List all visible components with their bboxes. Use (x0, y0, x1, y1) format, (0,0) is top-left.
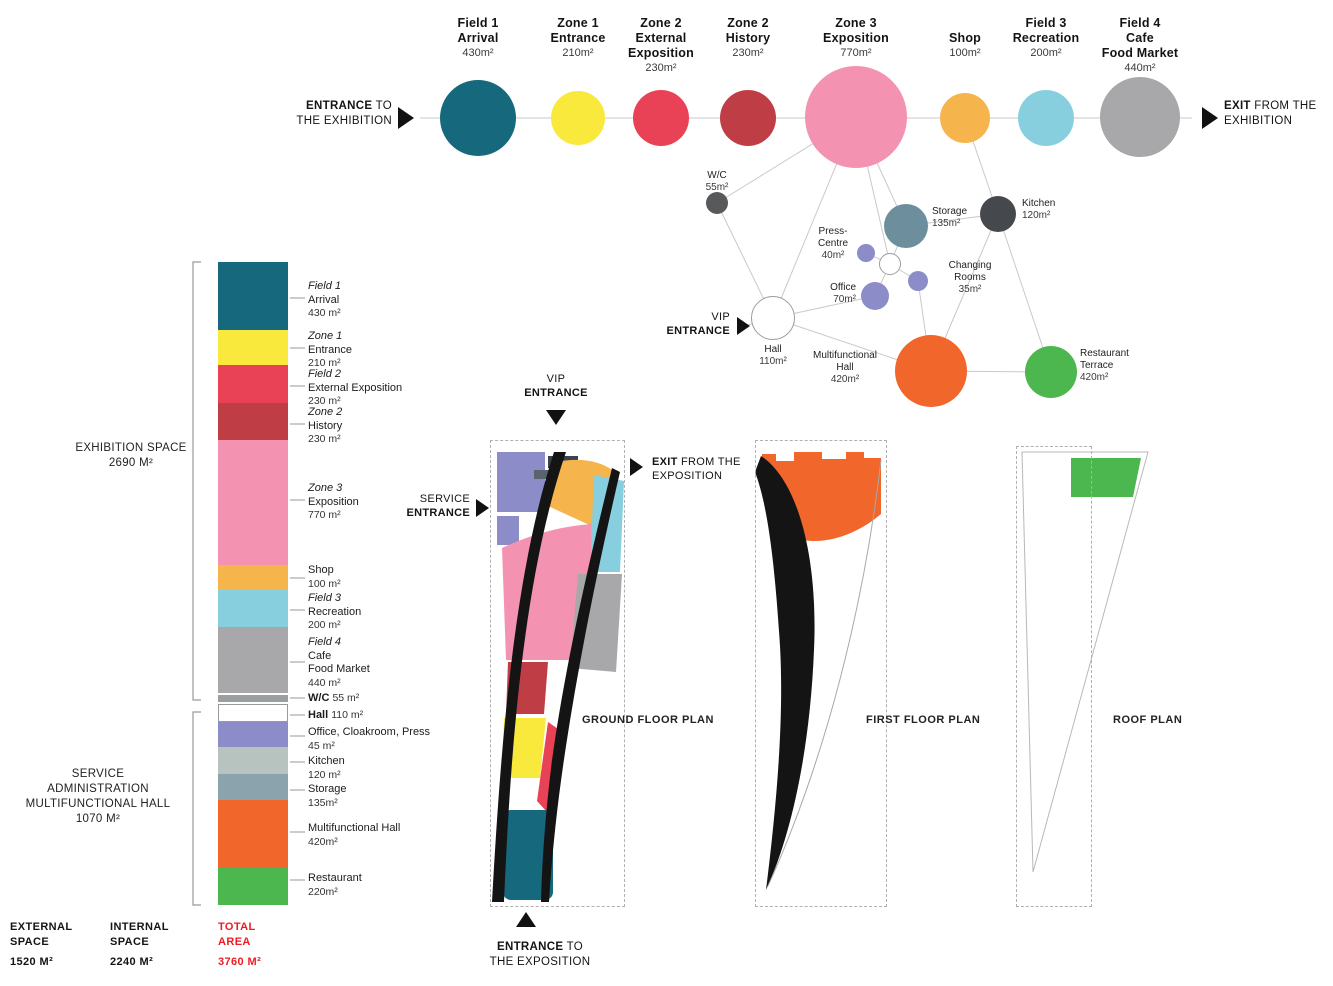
first-floor-plan-art (755, 452, 882, 890)
entrance-exposition-label: ENTRANCE TO THE EXPOSITION (489, 941, 591, 968)
bubble-multifunctional-hall (895, 335, 967, 407)
bar-seg-hall (218, 704, 288, 722)
bar-seg-entrance (218, 330, 288, 365)
entrance-exposition-arrow-icon (516, 912, 536, 927)
hub-node-circle (879, 253, 901, 275)
roof-plan-frame (1016, 446, 1092, 907)
legend-item-wc: W/C 55 m² (308, 692, 360, 704)
bar-seg-external-exposition (218, 365, 288, 403)
ground-vip-entrance-label: VIP ENTRANCE (524, 373, 588, 399)
bar-seg-cafe (218, 627, 288, 693)
ground-floor-plan-art (492, 452, 624, 902)
bubble-kitchen (980, 196, 1016, 232)
bubble-changing-rooms (908, 271, 928, 291)
roof-plan-art (1021, 451, 1149, 873)
bar-seg-shop (218, 565, 288, 590)
vip-entrance-label: VIP ENTRANCE (666, 311, 730, 337)
bar-seg-storage (218, 774, 288, 800)
first-floor-frame (755, 440, 887, 907)
exit-exhibition-label: EXIT FROM THE EXHIBITION (1224, 100, 1317, 127)
bubble-zone1-entrance (551, 91, 605, 145)
exit-exposition-label: EXIT FROM THE EXPOSITION (652, 456, 741, 482)
bar-seg-multifunctional-hall (218, 800, 288, 868)
bar-seg-kitchen (218, 747, 288, 774)
entrance-exhibition-label: ENTRANCE TO THE EXHIBITION (296, 100, 392, 127)
bubble-press-centre (857, 244, 875, 262)
bar-seg-restaurant (218, 868, 288, 905)
area-bar (218, 262, 288, 905)
ground-floor-caption: GROUND FLOOR PLAN (582, 714, 714, 726)
bubble-zone3-exposition (805, 66, 907, 168)
roof-plan-caption: ROOF PLAN (1113, 714, 1183, 726)
bar-seg-history (218, 403, 288, 440)
service-entrance-label: SERVICE ENTRANCE (406, 493, 470, 519)
bar-seg-wc (218, 695, 288, 702)
ground-floor-frame (490, 440, 625, 907)
bubble-zone2-history (720, 90, 776, 146)
bar-seg-office (218, 722, 288, 747)
bubble-field3-recreation (1018, 90, 1074, 146)
bubble-storage (884, 204, 928, 248)
service-entrance-arrow-icon (476, 499, 489, 517)
bubble-hall (751, 296, 795, 340)
bubble-shop (940, 93, 990, 143)
bar-seg-exposition (218, 440, 288, 565)
bubble-field4-cafe (1100, 77, 1180, 157)
bubble-zone2-external-exposition (633, 90, 689, 146)
bubble-wc (706, 192, 728, 214)
vip-entrance-arrow-icon (737, 317, 750, 335)
bubble-field1-arrival (440, 80, 516, 156)
first-floor-caption: FIRST FLOOR PLAN (866, 714, 981, 726)
bubble-office (861, 282, 889, 310)
exit-exhibition-arrow-icon (1202, 107, 1218, 129)
bubble-restaurant-terrace (1025, 346, 1077, 398)
exit-exposition-arrow-icon (630, 458, 643, 476)
bar-seg-recreation (218, 590, 288, 627)
legend-item-hall: Hall 110 m² (308, 709, 364, 721)
entrance-exhibition-arrow-icon (398, 107, 414, 129)
bar-seg-arrival (218, 262, 288, 330)
ground-vip-arrow-icon (546, 410, 566, 425)
